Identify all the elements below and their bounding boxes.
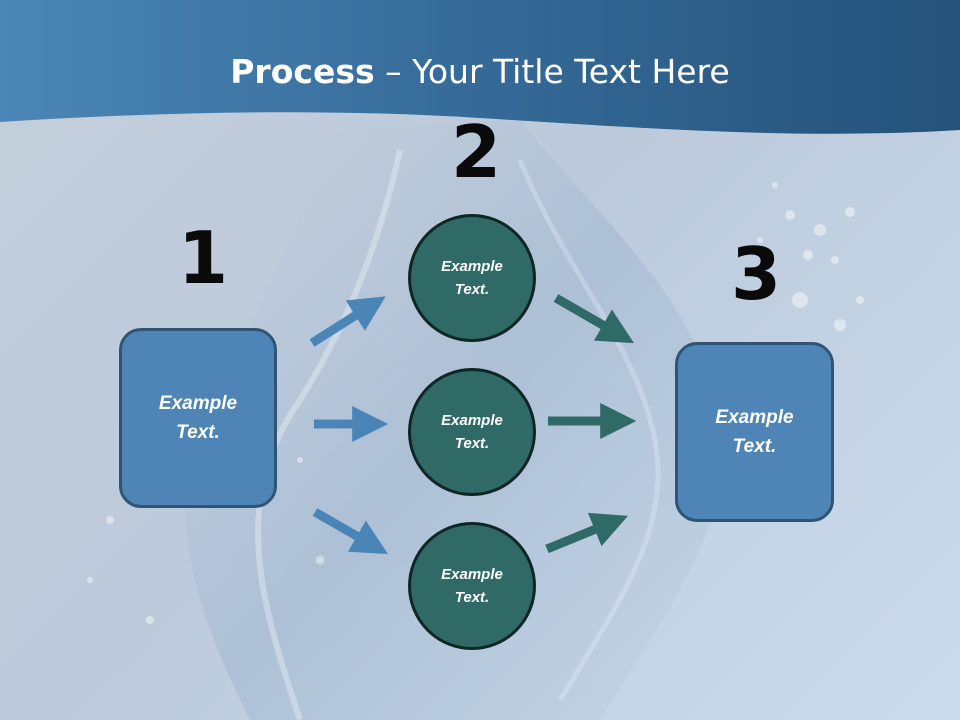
right-process-box: Example Text. [675,342,834,522]
title-rest: – Your Title Text Here [374,52,730,91]
left-box-text: Example Text. [158,393,238,443]
step-number-2: 2 [451,110,502,194]
circle-middle-text: Example Text. [441,412,503,452]
left-process-box: Example Text. [119,328,277,508]
circle-top-text: Example Text. [441,258,503,298]
header-band [0,0,960,134]
slide-title: Process – Your Title Text Here [0,52,960,91]
arrow-left-to-bottom [312,508,389,555]
title-bold: Process [230,52,375,91]
arrow-bottom-to-right [545,512,628,554]
step-number-3: 3 [731,232,782,316]
water-droplets [87,182,864,624]
arrow-top-to-right [553,294,635,344]
circle-middle: Example Text. [408,368,536,496]
circle-top: Example Text. [408,214,536,342]
arrow-left-to-top [309,296,386,347]
circle-bottom: Example Text. [408,522,536,650]
circle-bottom-text: Example Text. [441,566,503,606]
step-number-1: 1 [178,216,229,300]
right-box-text: Example Text. [715,407,794,457]
